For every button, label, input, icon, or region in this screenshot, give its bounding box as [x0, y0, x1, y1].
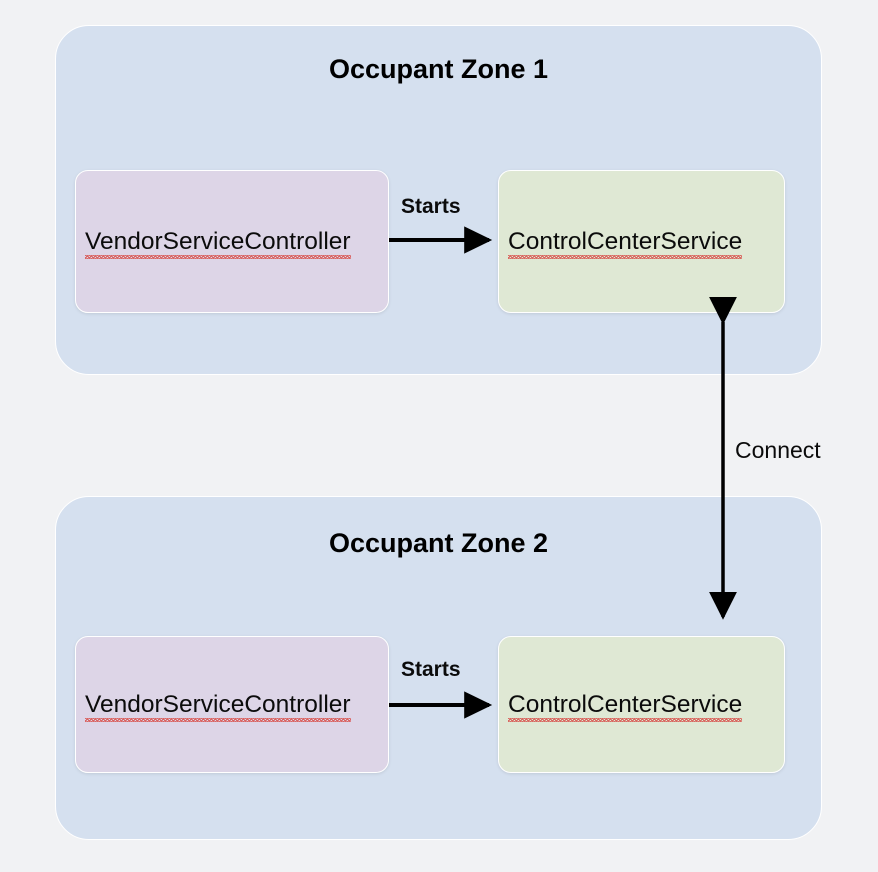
- node-control-center-service-1[interactable]: ControlCenterService: [498, 170, 785, 313]
- node-vendor-service-controller-1[interactable]: VendorServiceController: [75, 170, 389, 313]
- edge-label-starts-1: Starts: [401, 195, 461, 218]
- edge-label-connect: Connect: [735, 437, 821, 463]
- zone-title-2: Occupant Zone 2: [328, 528, 549, 558]
- node-control-center-service-2[interactable]: ControlCenterService: [498, 636, 785, 773]
- node-label: ControlCenterService: [499, 691, 751, 723]
- node-label: VendorServiceController: [76, 228, 360, 260]
- node-label: ControlCenterService: [499, 228, 751, 260]
- zone-title-1: Occupant Zone 1: [328, 54, 549, 84]
- node-label: VendorServiceController: [76, 691, 360, 723]
- edge-label-starts-2: Starts: [401, 658, 461, 681]
- node-vendor-service-controller-2[interactable]: VendorServiceController: [75, 636, 389, 773]
